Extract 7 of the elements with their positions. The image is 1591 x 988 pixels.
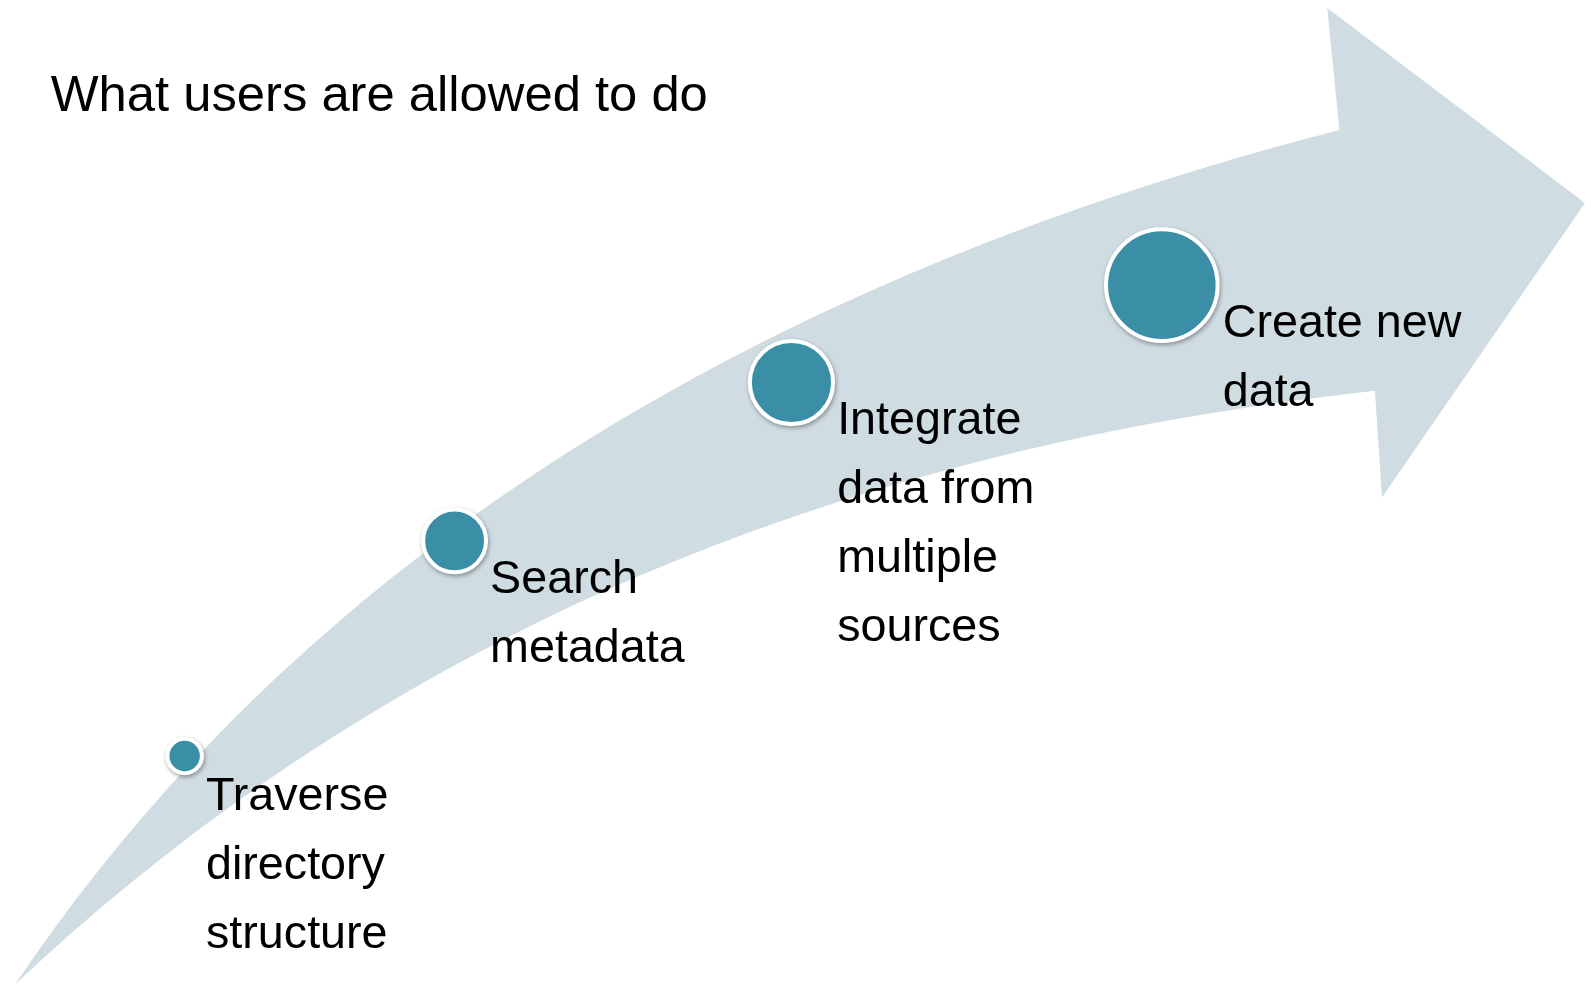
title: What users are allowed to do: [50, 63, 708, 124]
step-label: Traverse directory structure: [206, 766, 390, 960]
step-circle: [746, 337, 837, 428]
step-circle: [1103, 226, 1221, 344]
step-label: Integrate data from multiple sources: [837, 390, 1036, 654]
step-label: Create new data: [1222, 293, 1463, 419]
step-label: Search metadata: [490, 548, 686, 674]
